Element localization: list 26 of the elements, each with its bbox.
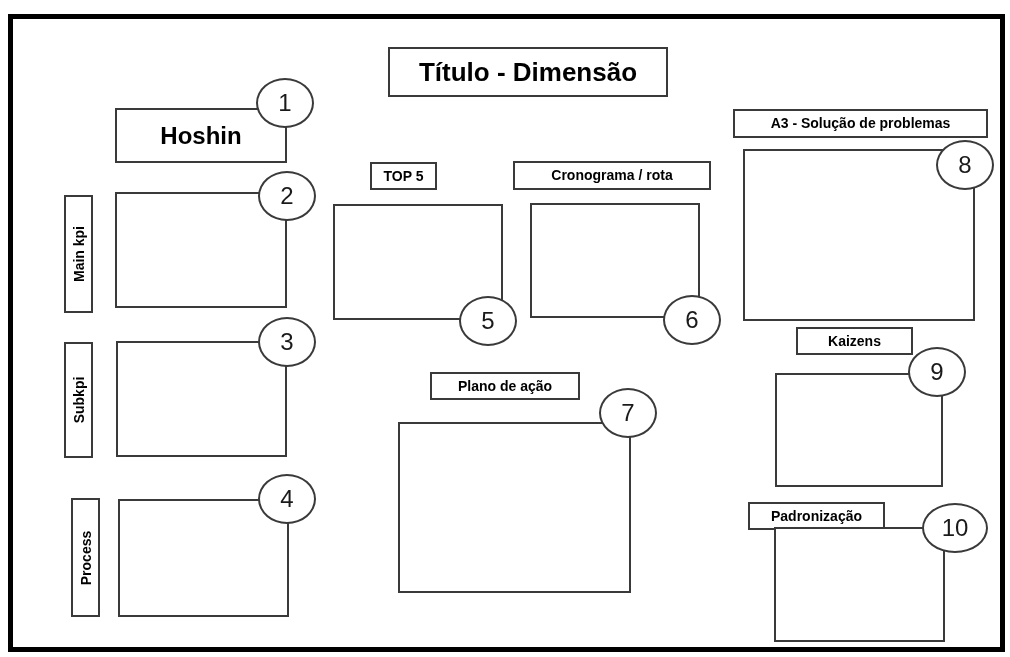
number-circle: 7 (599, 388, 657, 438)
number-circle: 8 (936, 140, 994, 190)
number-circle: 2 (258, 171, 316, 221)
vertical-label: Subkpi (69, 376, 88, 424)
vertical-label: Main kpi (69, 226, 88, 282)
number-circle: 5 (459, 296, 517, 346)
section-tag: Kaizens (796, 327, 913, 355)
vertical-tag (71, 498, 100, 617)
empty-panel-box (774, 527, 945, 642)
number-circle: 9 (908, 347, 966, 397)
section-tag: Plano de ação (430, 372, 580, 400)
section-tag: Padronização (748, 502, 885, 530)
number-circle: 10 (922, 503, 988, 553)
empty-panel-box (743, 149, 975, 321)
number-circle: 1 (256, 78, 314, 128)
section-tag: Cronograma / rota (513, 161, 711, 190)
vertical-label: Process (76, 530, 94, 585)
vertical-tag (64, 342, 93, 458)
empty-panel-box (398, 422, 631, 593)
number-circle: 4 (258, 474, 316, 524)
title-box: Título - Dimensão (388, 47, 668, 97)
section-tag: A3 - Solução de problemas (733, 109, 988, 138)
number-circle: 6 (663, 295, 721, 345)
number-circle: 3 (258, 317, 316, 367)
section-tag: TOP 5 (370, 162, 437, 190)
vertical-tag (64, 195, 93, 313)
